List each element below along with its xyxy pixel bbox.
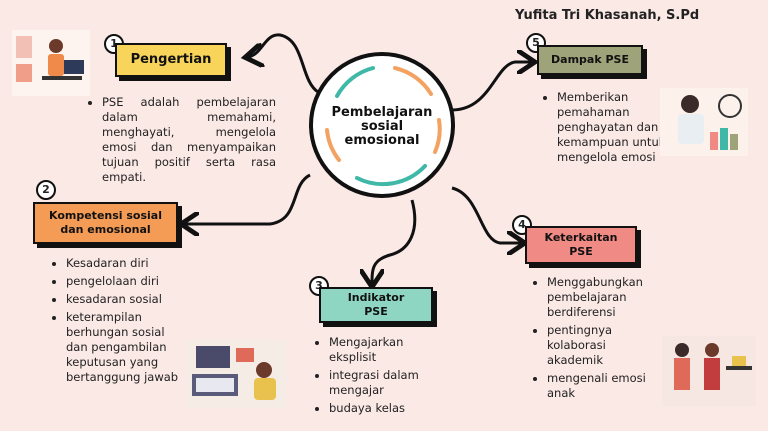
connector-2 — [184, 173, 311, 224]
author-name: Yufita Tri Khasanah, S.Pd — [515, 8, 700, 23]
list-item: Memberikan pemahaman penghayatan dan kem… — [557, 90, 668, 165]
list-item: keterampilan berhungan sosial dan pengam… — [66, 310, 184, 385]
list-item: pengelolaan diri — [66, 274, 184, 289]
node-2-list: Kesadaran diri pengelolaan diri kesadara… — [52, 256, 184, 388]
node-1-description: PSE adalah pembelajaran dalam memahami, … — [88, 95, 276, 188]
node-2-number: 2 — [36, 180, 56, 200]
office-worker-illustration — [186, 340, 286, 408]
node-1-title: Pengertian — [115, 43, 227, 77]
list-item: budaya kelas — [329, 401, 435, 416]
list-item: Mengajarkan eksplisit — [329, 335, 435, 365]
node-4-list: Menggabungkan pembelajaran berdiferensi … — [533, 275, 653, 404]
node-5-list: Memberikan pemahaman penghayatan dan kem… — [543, 90, 668, 168]
connector-1 — [248, 33, 319, 94]
node-5-title: Dampak PSE — [537, 45, 643, 75]
center-circle: Pembelajaran sosial emosional — [309, 52, 455, 198]
connector-4 — [451, 186, 522, 243]
list-item: kesadaran sosial — [66, 292, 184, 307]
list-item: Menggabungkan pembelajaran berdiferensi — [547, 275, 653, 320]
list-item: integrasi dalam mengajar — [329, 368, 435, 398]
list-item: Kesadaran diri — [66, 256, 184, 271]
center-title: Pembelajaran sosial emosional — [331, 105, 433, 148]
person-desk-illustration — [12, 30, 90, 96]
center-arcs — [325, 66, 442, 187]
node-3-list: Mengajarkan eksplisit integrasi dalam me… — [315, 335, 435, 419]
meeting-illustration — [662, 336, 756, 406]
connector-5 — [451, 62, 532, 112]
list-item: mengenali emosi anak — [547, 371, 653, 401]
connector-3 — [372, 199, 417, 284]
scientist-illustration — [660, 88, 748, 156]
list-item: pentingnya kolaborasi akademik — [547, 323, 653, 368]
